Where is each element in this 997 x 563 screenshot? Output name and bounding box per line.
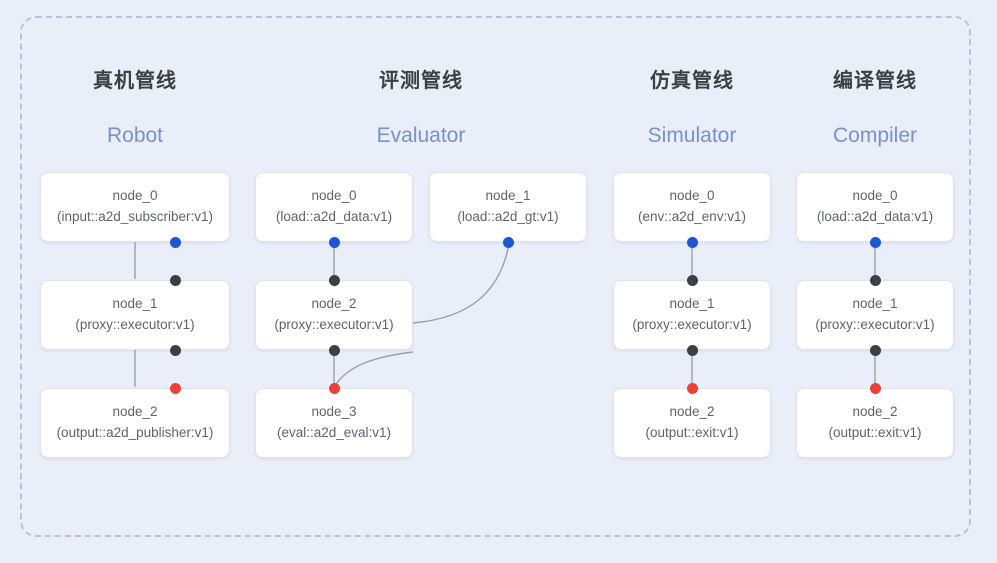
column-title-en-compiler: Compiler — [832, 124, 918, 147]
node-name: node_3 — [311, 404, 357, 420]
port-input-red[interactable] — [170, 383, 181, 394]
node-name: node_2 — [852, 404, 898, 420]
node-spec: (load::a2d_data:v1) — [275, 209, 393, 224]
port-input-black[interactable] — [329, 275, 340, 286]
node-spec: (proxy::executor:v1) — [632, 317, 752, 332]
port-output-blue[interactable] — [870, 237, 881, 248]
port-input-red[interactable] — [870, 383, 881, 394]
node-spec: (input::a2d_subscriber:v1) — [56, 209, 214, 224]
node-name: node_0 — [311, 188, 357, 204]
port-input-black[interactable] — [870, 275, 881, 286]
port-output-blue[interactable] — [687, 237, 698, 248]
port-output-blue[interactable] — [503, 237, 514, 248]
column-title-en-simulator: Simulator — [647, 124, 737, 147]
port-output-black[interactable] — [870, 345, 881, 356]
node-spec: (proxy::executor:v1) — [815, 317, 935, 332]
port-output-blue[interactable] — [170, 237, 181, 248]
column-title-cn-evaluator: 评测管线 — [379, 70, 463, 92]
port-output-black[interactable] — [687, 345, 698, 356]
node-spec: (output::exit:v1) — [645, 425, 739, 440]
node-compiler-1[interactable]: node_1 (proxy::executor:v1) — [796, 275, 954, 356]
node-name: node_0 — [852, 188, 898, 204]
column-title-en-evaluator: Evaluator — [376, 124, 466, 147]
column-title-cn-simulator: 仿真管线 — [650, 70, 734, 92]
node-simulator-0[interactable]: node_0 (env::a2d_env:v1) — [613, 172, 771, 248]
node-name: node_2 — [311, 296, 357, 312]
node-evaluator-2[interactable]: node_2 (proxy::executor:v1) — [255, 275, 413, 356]
node-spec: (output::a2d_publisher:v1) — [56, 425, 214, 440]
port-output-black[interactable] — [170, 345, 181, 356]
node-spec: (load::a2d_gt:v1) — [457, 209, 559, 224]
node-compiler-0[interactable]: node_0 (load::a2d_data:v1) — [796, 172, 954, 248]
node-spec: (proxy::executor:v1) — [75, 317, 195, 332]
node-compiler-2[interactable]: node_2 (output::exit:v1) — [796, 383, 954, 458]
port-input-black[interactable] — [687, 275, 698, 286]
node-simulator-1[interactable]: node_1 (proxy::executor:v1) — [613, 275, 771, 356]
column-title-en-robot: Robot — [106, 124, 164, 147]
node-spec: (load::a2d_data:v1) — [816, 209, 934, 224]
node-name: node_0 — [112, 188, 158, 204]
node-robot-1[interactable]: node_1 (proxy::executor:v1) — [40, 275, 230, 356]
node-spec: (env::a2d_env:v1) — [637, 209, 747, 224]
node-evaluator-3[interactable]: node_3 (eval::a2d_eval:v1) — [255, 383, 413, 458]
port-input-red[interactable] — [687, 383, 698, 394]
port-output-blue[interactable] — [329, 237, 340, 248]
column-title-cn-robot: 真机管线 — [93, 70, 177, 92]
dashed-container-frame — [20, 16, 971, 537]
node-evaluator-0[interactable]: node_0 (load::a2d_data:v1) — [255, 172, 413, 248]
node-evaluator-1[interactable]: node_1 (load::a2d_gt:v1) — [429, 172, 587, 248]
port-input-red[interactable] — [329, 383, 340, 394]
node-name: node_1 — [852, 296, 898, 312]
port-input-black[interactable] — [170, 275, 181, 286]
node-robot-2[interactable]: node_2 (output::a2d_publisher:v1) — [40, 383, 230, 458]
node-simulator-2[interactable]: node_2 (output::exit:v1) — [613, 383, 771, 458]
node-name: node_0 — [669, 188, 715, 204]
port-output-black[interactable] — [329, 345, 340, 356]
node-spec: (eval::a2d_eval:v1) — [276, 425, 392, 440]
node-name: node_2 — [669, 404, 715, 420]
column-title-cn-compiler: 编译管线 — [833, 70, 917, 92]
node-name: node_2 — [112, 404, 158, 420]
node-spec: (proxy::executor:v1) — [274, 317, 394, 332]
node-name: node_1 — [485, 188, 531, 204]
node-name: node_1 — [669, 296, 715, 312]
node-name: node_1 — [112, 296, 158, 312]
node-robot-0[interactable]: node_0 (input::a2d_subscriber:v1) — [40, 172, 230, 248]
node-spec: (output::exit:v1) — [828, 425, 922, 440]
